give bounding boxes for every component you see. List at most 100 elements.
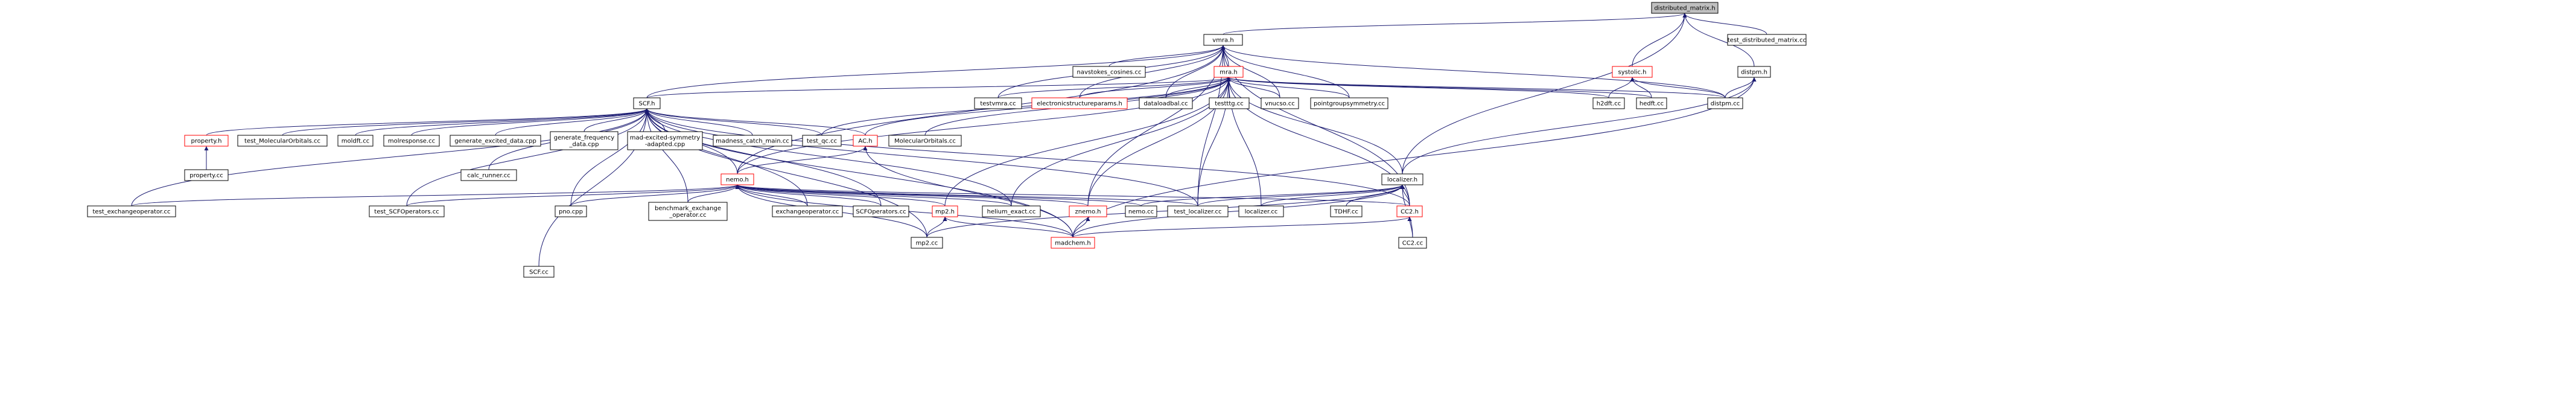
node-testvmra_cc[interactable]: testvmra.cc — [974, 97, 1022, 109]
node-scfop_cc[interactable]: SCFOperators.cc — [853, 205, 909, 217]
node-box — [932, 205, 958, 217]
node-mad_exc_cpp[interactable]: mad-excited-symmetry-adapted.cpp — [627, 131, 703, 150]
node-distpm_cc[interactable]: distpm.cc — [1707, 97, 1743, 109]
edge-nemo_h-znemo_h — [735, 184, 1089, 207]
node-property_cc[interactable]: property.cc — [184, 169, 229, 181]
node-ac_h[interactable]: AC.h — [853, 135, 878, 147]
node-scf_cc[interactable]: SCF.cc — [523, 266, 555, 278]
node-znemo_h[interactable]: znemo.h — [1069, 205, 1107, 217]
node-helium_cc[interactable]: helium_exact.cc — [982, 205, 1041, 217]
node-box — [713, 135, 792, 147]
node-box — [1707, 97, 1743, 109]
node-cc2_cc[interactable]: CC2.cc — [1398, 237, 1427, 249]
node-test_qc_cc[interactable]: test_qc.cc — [802, 135, 842, 147]
edge-localizer_h-madchem_h — [1072, 184, 1405, 238]
node-vnucso_cc[interactable]: vnucso.cc — [1261, 97, 1299, 109]
edge-scf_h-moldft_cc — [355, 108, 649, 136]
node-nemo_h[interactable]: nemo.h — [720, 173, 754, 185]
node-label: CC2.cc — [1402, 240, 1423, 247]
node-label: benchmark_exchange — [655, 205, 721, 212]
node-localizer_cc[interactable]: localizer.cc — [1238, 205, 1284, 217]
node-box — [87, 205, 176, 217]
node-label: vnucso.cc — [1265, 101, 1294, 107]
node-label: test_SCFOperators.cc — [374, 209, 439, 216]
node-label: helium_exact.cc — [987, 209, 1036, 216]
node-tdhf_cc[interactable]: TDHF.cc — [1330, 205, 1363, 217]
node-box — [911, 237, 943, 249]
node-molresponse_cc[interactable]: molresponse.cc — [383, 135, 440, 147]
node-gen_exc_cpp[interactable]: generate_excited_data.cpp — [450, 135, 541, 147]
edge-nemo_h-test_exop_cc — [131, 184, 740, 207]
node-vmra_h[interactable]: vmra.h — [1203, 34, 1243, 46]
node-box — [1592, 97, 1625, 109]
node-label: systolic.h — [1618, 69, 1647, 76]
node-box — [1167, 205, 1229, 217]
node-madness_catch_cc[interactable]: madness_catch_main.cc — [713, 135, 792, 147]
node-box — [1125, 205, 1157, 217]
node-box — [1238, 205, 1284, 217]
node-localizer_h[interactable]: localizer.h — [1381, 173, 1423, 185]
edge-vmra_h-scf_h — [646, 45, 1226, 98]
node-test_scfop_cc[interactable]: test_SCFOperators.cc — [369, 205, 445, 217]
node-label: testttg.cc — [1215, 101, 1244, 107]
node-box — [853, 205, 909, 217]
node-esp_h[interactable]: electronicstructureparams.h — [1031, 97, 1128, 109]
edge-nemo_h-scfop_cc — [735, 184, 882, 207]
node-molorb_cc[interactable]: MolecularOrbitals.cc — [888, 135, 962, 147]
node-label: TDHF.cc — [1334, 209, 1358, 216]
node-gen_freq_cpp[interactable]: generate_frequency_data.cpp — [550, 131, 619, 150]
node-dataloadbal_cc[interactable]: dataloadbal.cc — [1139, 97, 1193, 109]
node-moldft_cc[interactable]: moldft.cc — [337, 135, 374, 147]
node-navstokes_cc[interactable]: navstokes_cosines.cc — [1072, 66, 1146, 78]
node-hedft_cc[interactable]: hedft.cc — [1636, 97, 1667, 109]
edge-distributed_matrix_h-distpm_h — [1682, 13, 1755, 67]
edge-scf_h-molresponse_cc — [411, 108, 649, 136]
node-box — [633, 97, 661, 109]
node-property_h[interactable]: property.h — [184, 135, 229, 147]
node-mp2_h[interactable]: mp2.h — [932, 205, 958, 217]
node-cc2_h[interactable]: CC2.h — [1396, 205, 1423, 217]
node-box — [1139, 97, 1193, 109]
edge-vmra_h-dataloadbal_cc — [1165, 45, 1226, 98]
edge-mra_h-vnucso_cc — [1226, 77, 1280, 98]
node-box — [1213, 66, 1244, 78]
edge-mra_h-cc2_h — [1226, 77, 1410, 207]
edge-scf_h-bench_cc — [644, 108, 689, 203]
node-h2dft_cc[interactable]: h2dft.cc — [1592, 97, 1625, 109]
edge-systolic_h-distpm_cc — [1630, 77, 1726, 98]
node-box — [1051, 237, 1095, 249]
node-test_mo_cc[interactable]: test_MolecularOrbitals.cc — [237, 135, 328, 147]
node-label: _operator.cc — [669, 212, 706, 219]
edge-localizer_h-nemo_cc — [1140, 184, 1405, 207]
node-label: nemo.cc — [1128, 209, 1154, 216]
node-testttg_cc[interactable]: testttg.cc — [1209, 97, 1250, 109]
node-label: test_MolecularOrbitals.cc — [244, 138, 320, 145]
node-test_distributed_matrix_cc[interactable]: test_distributed_matrix.cc — [1727, 34, 1807, 46]
node-box — [802, 135, 842, 147]
edge-scf_h-test_scfop_cc — [406, 108, 649, 207]
node-test_loc_cc[interactable]: test_localizer.cc — [1167, 205, 1229, 217]
node-madchem_h[interactable]: madchem.h — [1051, 237, 1095, 249]
node-calc_runner_cc[interactable]: calc_runner.cc — [460, 169, 517, 181]
node-pno_cpp[interactable]: pno.cpp — [555, 205, 587, 217]
node-label: -adapted.cpp — [645, 141, 685, 148]
node-test_exop_cc[interactable]: test_exchangeoperator.cc — [87, 205, 176, 217]
node-label: exchangeoperator.cc — [776, 209, 839, 216]
edge-mra_h-znemo_h — [1087, 77, 1231, 207]
node-distpm_h[interactable]: distpm.h — [1737, 66, 1771, 78]
node-mra_h[interactable]: mra.h — [1213, 66, 1244, 78]
node-systolic_h[interactable]: systolic.h — [1612, 66, 1653, 78]
edge-mra_h-nemo_h — [737, 77, 1231, 175]
edge-mra_h-esp_h — [1079, 77, 1231, 98]
node-pgs_cc[interactable]: pointgroupsymmetry.cc — [1310, 97, 1388, 109]
node-nemo_cc[interactable]: nemo.cc — [1125, 205, 1157, 217]
node-box — [550, 131, 619, 150]
node-mp2_cc[interactable]: mp2.cc — [911, 237, 943, 249]
node-label: SCF.h — [639, 101, 655, 107]
node-exop_cc[interactable]: exchangeoperator.cc — [772, 205, 843, 217]
node-bench_cc[interactable]: benchmark_exchange_operator.cc — [648, 202, 728, 221]
edge-nemo_h-cc2_h — [735, 184, 1410, 207]
edge-localizer_h-mp2_cc — [926, 184, 1405, 238]
node-scf_h[interactable]: SCF.h — [633, 97, 661, 109]
node-label: h2dft.cc — [1597, 101, 1621, 107]
